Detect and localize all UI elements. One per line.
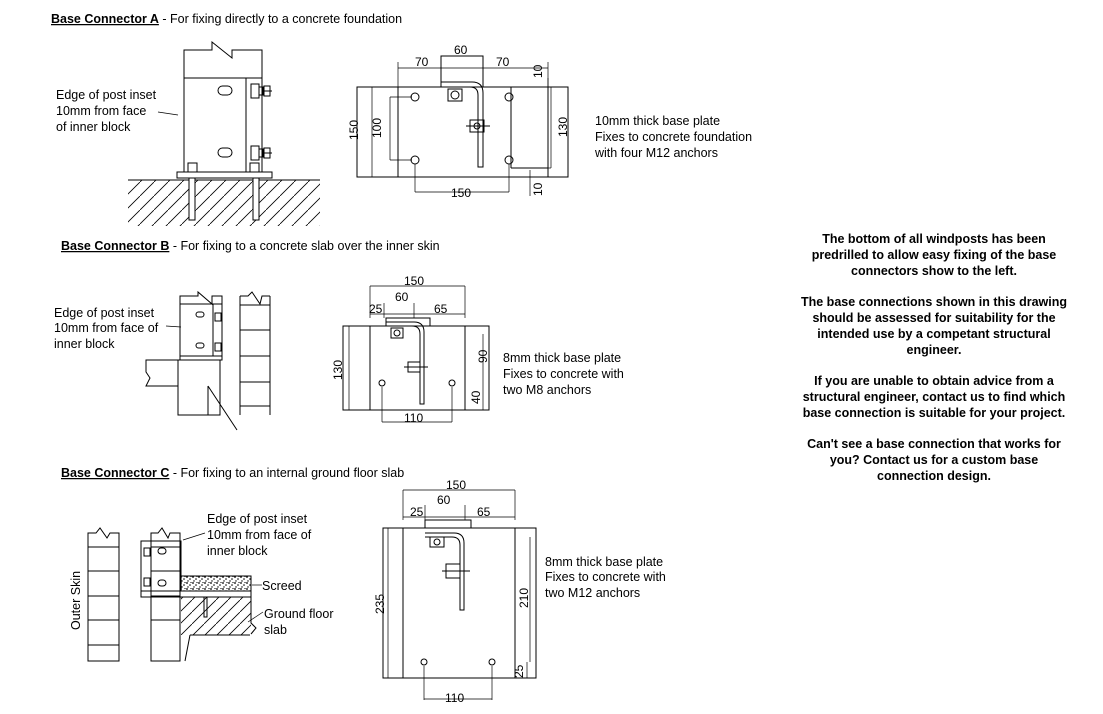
plate-note: Fixes to concrete with: [545, 570, 666, 584]
bolt-icon: [404, 361, 428, 373]
plate-note: Fixes to concrete with: [503, 367, 624, 381]
dim-label: 235: [373, 594, 387, 614]
dim-label: 25: [512, 664, 526, 678]
section-b-heading: Base Connector B - For fixing to a concr…: [61, 239, 440, 253]
label-line: of inner block: [56, 120, 131, 134]
slab-label: slab: [264, 623, 287, 637]
anchor-hole-icon: [378, 379, 386, 387]
plate-note: two M8 anchors: [503, 383, 591, 397]
bolt-icon: [429, 536, 445, 548]
dim-label: 25: [369, 302, 383, 316]
dim-label: 210: [517, 588, 531, 608]
plate-note: Fixes to concrete foundation: [595, 130, 752, 144]
note-custom-design: Can't see a base connection that works f…: [807, 437, 1061, 483]
connector-b-elevation: [145, 290, 271, 431]
slot-icon: [217, 147, 233, 158]
bolt-icon: [250, 145, 272, 161]
section-c: Base Connector C - For fixing to an inte…: [61, 466, 666, 705]
dim-label: 150: [404, 274, 424, 288]
note-predrilled: The bottom of all windposts has been pre…: [811, 232, 1057, 278]
dim-label: 10: [531, 64, 545, 78]
dim-label: 100: [370, 118, 384, 138]
label-line: inner block: [54, 337, 115, 351]
inner-block: [177, 359, 221, 416]
dim-label: 70: [496, 55, 510, 69]
dim-label: 150: [446, 478, 466, 492]
note-engineer-assessment: The base connections shown in this drawi…: [800, 295, 1067, 357]
plate-note: with four M12 anchors: [594, 146, 718, 160]
dim-label: 25: [410, 505, 424, 519]
guidance-notes: The bottom of all windposts has been pre…: [798, 231, 1070, 499]
post-outline: [179, 290, 223, 356]
anchor-hole-icon: [504, 155, 514, 165]
anchor-hole-icon: [410, 155, 420, 165]
anchor-hole-icon: [488, 658, 496, 666]
anchor-hole-icon: [504, 92, 514, 102]
dim-label: 110: [445, 691, 464, 705]
label-line: 10mm from face: [56, 104, 146, 118]
dim-label: 60: [395, 290, 409, 304]
plate-note: two M12 anchors: [545, 586, 640, 600]
dim-label: 10: [531, 182, 545, 196]
floor-slab: [181, 597, 251, 635]
plate-note: 8mm thick base plate: [503, 351, 621, 365]
ground-hatch: [128, 180, 320, 226]
label-line: 10mm from face of: [54, 321, 159, 335]
label-line: 10mm from face of: [207, 528, 312, 542]
dim-label: 40: [469, 390, 483, 404]
dim-label: 110: [404, 411, 423, 425]
connector-c-plan: [382, 489, 537, 700]
dim-label: 130: [556, 117, 570, 137]
dim-label: 150: [347, 120, 361, 140]
connector-c-elevation: [87, 527, 264, 662]
dim-label: 60: [437, 493, 451, 507]
label-line: inner block: [207, 544, 268, 558]
bolt-icon: [390, 327, 404, 339]
anchor-hole-icon: [448, 379, 456, 387]
section-a-heading: Base Connector A - For fixing directly t…: [51, 12, 402, 26]
anchor-hole-icon: [420, 658, 428, 666]
bolt-icon: [250, 83, 272, 99]
label-line: Edge of post inset: [56, 88, 157, 102]
base-plate: [176, 171, 273, 179]
dim-label: 130: [331, 360, 345, 380]
slot-icon: [217, 85, 233, 96]
plate-outline: [342, 325, 490, 411]
connector-a-elevation: [128, 40, 320, 226]
plate-note: 10mm thick base plate: [595, 114, 720, 128]
label-line: Edge of post inset: [207, 512, 308, 526]
dim-label: 90: [476, 349, 490, 363]
label-line: Edge of post inset: [54, 306, 155, 320]
section-c-heading: Base Connector C - For fixing to an inte…: [61, 466, 404, 480]
section-b: Base Connector B - For fixing to a concr…: [54, 239, 624, 431]
plate-note: 8mm thick base plate: [545, 555, 663, 569]
connector-a-plan: [356, 55, 569, 196]
dim-label: 150: [451, 186, 471, 200]
bolt-icon: [466, 119, 490, 133]
section-a: Base Connector A - For fixing directly t…: [51, 12, 752, 226]
outer-skin-label: Outer Skin: [69, 571, 83, 630]
screed: [180, 575, 252, 592]
post-outline: [183, 40, 263, 172]
outer-skin: [239, 291, 271, 415]
dim-label: 70: [415, 55, 429, 69]
slab-label: Ground floor: [264, 607, 333, 621]
note-contact-advice: If you are unable to obtain advice from …: [802, 374, 1066, 420]
connector-b-plan: [342, 285, 490, 423]
dim-label: 65: [477, 505, 491, 519]
screed-label: Screed: [262, 579, 302, 593]
bolt-icon: [447, 88, 463, 102]
anchor-hole-icon: [410, 92, 420, 102]
dim-label: 60: [454, 43, 468, 57]
outer-skin: [87, 527, 120, 662]
bolt-icon: [442, 563, 470, 579]
dim-label: 65: [434, 302, 448, 316]
